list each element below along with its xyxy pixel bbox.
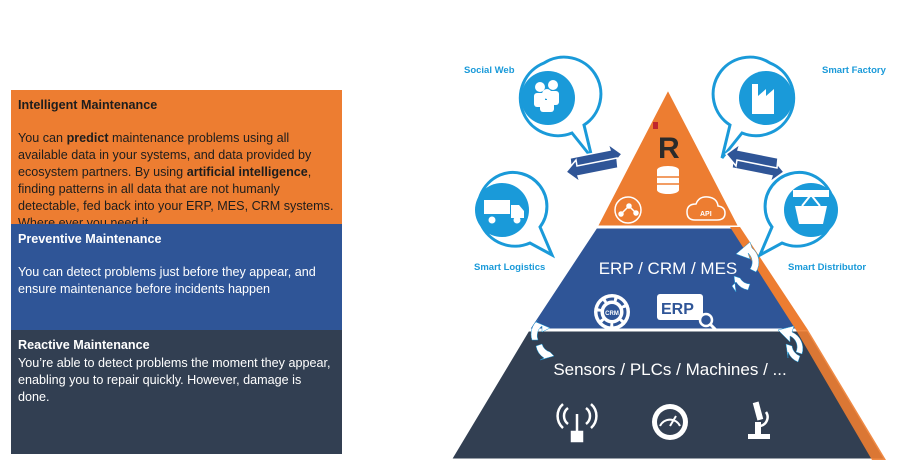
body-text: You can <box>18 131 67 145</box>
body-text: maintenance problems using all available… <box>18 131 312 179</box>
intelligent-maintenance-body: You can predict maintenance problems usi… <box>18 130 334 232</box>
preventive-maintenance-panel: Preventive Maintenance You can detect pr… <box>11 224 342 330</box>
pyramid-orange-edge-lower <box>796 330 886 460</box>
bottom-tier-label: Sensors / PLCs / Machines / ... <box>553 360 786 379</box>
erp-label: ERP <box>661 301 694 318</box>
crm-cycle-icon: CRM <box>594 294 630 330</box>
cycle-arrow-right-upper <box>731 241 760 293</box>
cycle-arrow-right-lower <box>777 325 804 363</box>
smart-factory-label: Smart Factory <box>822 65 887 76</box>
body-bold-predict: predict <box>66 131 109 145</box>
reactive-maintenance-title: Reactive Maintenance <box>18 338 150 352</box>
reactive-maintenance-body: You’re able to detect problems the momen… <box>18 356 331 404</box>
erp-search-icon: ERP <box>657 294 718 332</box>
api-label: API <box>700 211 712 218</box>
people-icon <box>534 80 559 112</box>
exchange-arrow-top-left <box>564 142 624 184</box>
database-icon <box>657 166 679 194</box>
gauge-icon <box>652 404 688 440</box>
basket-icon <box>793 190 829 224</box>
smart-distributor-label: Smart Distributor <box>788 262 866 273</box>
reactive-maintenance-panel: Reactive Maintenance You’re able to dete… <box>11 330 342 454</box>
cycle-arrow-left <box>530 319 555 361</box>
network-icon <box>614 196 642 224</box>
logo-letter: R <box>658 132 680 165</box>
maintenance-pyramid-diagram: R API ERP / CRM / MES CRM ERP Sensors <box>447 55 889 462</box>
preventive-maintenance-title: Preventive Maintenance <box>18 232 162 246</box>
crm-label: CRM <box>605 311 619 317</box>
microscope-icon <box>748 401 770 439</box>
social-web-label: Social Web <box>464 65 515 76</box>
preventive-maintenance-body: You can detect problems just before they… <box>18 265 316 296</box>
factory-icon <box>752 84 774 114</box>
body-bold-ai: artificial intelligence <box>186 165 308 179</box>
antenna-icon <box>556 403 598 443</box>
smart-factory-pin[interactable] <box>711 55 796 159</box>
intelligent-maintenance-panel: Intelligent Maintenance You can predict … <box>11 90 342 230</box>
r-logo-icon: R <box>653 122 680 165</box>
smart-logistics-pin[interactable] <box>475 170 556 259</box>
smart-distributor-pin[interactable] <box>756 170 838 259</box>
middle-tier-label: ERP / CRM / MES <box>599 259 738 278</box>
api-cloud-icon: API <box>686 196 726 221</box>
social-web-pin[interactable] <box>518 55 603 159</box>
exchange-arrow-top-right <box>724 142 786 184</box>
smart-logistics-label: Smart Logistics <box>474 262 545 273</box>
pyramid-bottom-tier <box>447 328 889 462</box>
truck-icon <box>484 200 524 224</box>
intelligent-maintenance-title: Intelligent Maintenance <box>18 98 158 112</box>
